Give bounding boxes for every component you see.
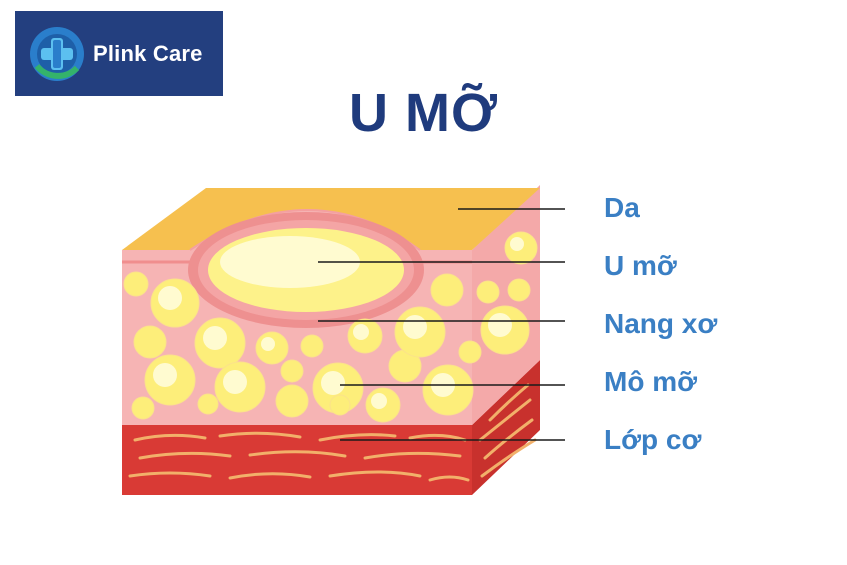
label-lipoma: U mỡ	[604, 250, 677, 281]
leader-lines	[318, 208, 565, 441]
muscle-fibers	[128, 383, 537, 482]
label-skin: Da	[604, 192, 640, 223]
brand-logo: Plink Care	[15, 11, 223, 96]
brand-name: Plink Care	[93, 40, 203, 66]
label-muscle: Lớp cơ	[604, 424, 702, 455]
muscle-side-face	[472, 360, 540, 495]
page-title: U MỠ	[348, 83, 499, 143]
label-capsule: Nang xơ	[604, 308, 718, 339]
label-fat-tissue: Mô mỡ	[604, 366, 698, 397]
medical-cross-icon	[30, 26, 84, 81]
